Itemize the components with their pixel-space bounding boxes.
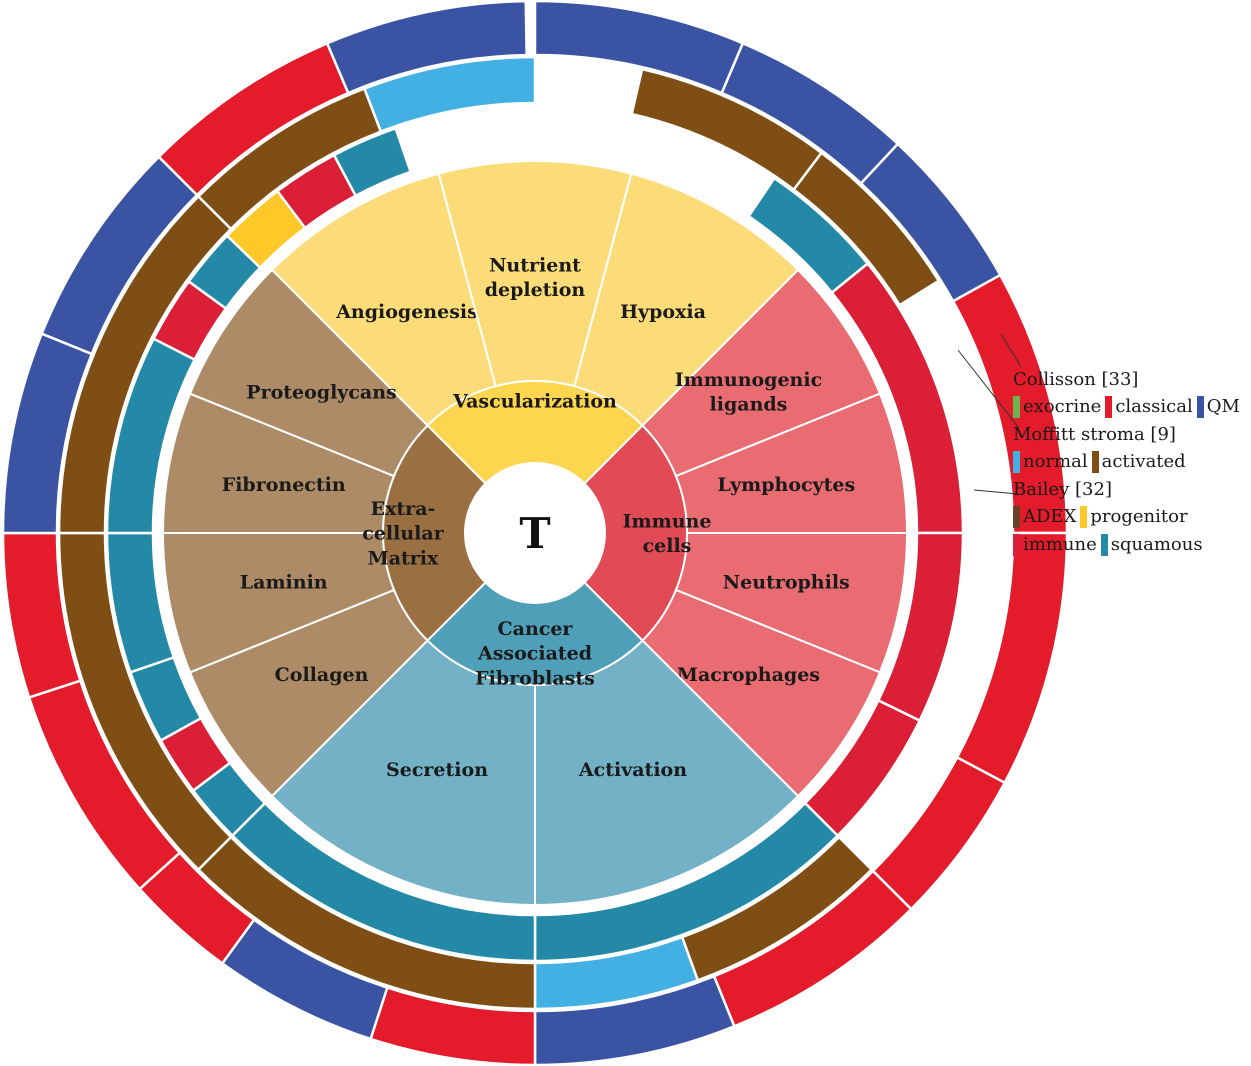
legend-label-qm: QM (1206, 396, 1240, 417)
tumor-center-circle (466, 464, 604, 602)
legend-item-normal: normal (1013, 448, 1088, 476)
legend-item-classical: classical (1105, 393, 1193, 421)
collisson-ring-segment (955, 531, 1069, 785)
collisson-legend-title: Collisson [33] (1013, 369, 1139, 390)
label-collagen: Collagen (275, 664, 369, 686)
bailey-legend-row-2: immune squamous (1013, 531, 1249, 559)
label-proteoglycans: Proteoglycans (246, 381, 396, 403)
bailey-legend-title: Bailey [32] (1013, 479, 1112, 500)
bailey-leader-line (973, 489, 1019, 495)
category-ecm (382, 424, 487, 642)
label-fibronectin: Fibronectin (222, 474, 346, 496)
tumor-center-label: T (519, 509, 550, 558)
progenitor-swatch (1080, 506, 1088, 528)
moffitt-legend-title: Moffitt stroma [9] (1013, 424, 1176, 445)
legend-leader-lines (957, 333, 1022, 495)
normal-swatch (1013, 451, 1020, 473)
moffitt-ring-segment (792, 151, 941, 307)
category-immune (583, 424, 688, 642)
category-vasc (426, 380, 644, 485)
legend-label-progenitor: progenitor (1090, 506, 1188, 527)
legend-label-exocrine: exocrine (1023, 396, 1102, 417)
legend-item-activated: activated (1091, 448, 1186, 476)
legend-label-adex: ADEX (1023, 506, 1077, 527)
bailey-ring-segment (332, 126, 413, 198)
label-secretion: Secretion (386, 759, 488, 781)
category-label-vasc: Vascularization (452, 391, 617, 413)
bailey-legend-row-1: ADEX progenitor (1013, 503, 1249, 531)
legend-label-classical: classical (1115, 396, 1193, 417)
tumor-center: T (466, 464, 604, 602)
collisson-ring-segment (325, 0, 528, 95)
squamous-swatch (1100, 534, 1108, 556)
label-macrophages: Macrophages (677, 664, 820, 686)
legend-item-immune: immune (1013, 531, 1097, 559)
legend-label-normal: normal (1023, 451, 1088, 472)
legend-item-squamous: squamous (1100, 531, 1203, 559)
legend-item-adex: ADEX (1013, 503, 1076, 531)
category-caf (426, 581, 644, 686)
label-neutrophils: Neutrophils (723, 571, 850, 593)
collisson-leader-line (1000, 333, 1022, 368)
label-activation: Activation (578, 759, 687, 781)
moffitt-leader-line (957, 349, 1020, 429)
label-laminin: Laminin (240, 571, 328, 593)
legend-item-exocrine: exocrine (1013, 393, 1101, 421)
subtype-legend: Collisson [33] exocrine classical QM Mof… (1013, 366, 1249, 559)
collisson-legend-row: exocrine classical QM (1013, 393, 1249, 421)
moffitt-ring-segment (362, 55, 537, 134)
collisson-ring-segment (871, 755, 1007, 911)
subtype-rings (1, 0, 1069, 1066)
moffitt-legend-row: normal activated (1013, 448, 1249, 476)
exocrine-swatch (1013, 396, 1020, 418)
legend-item-progenitor: progenitor (1080, 503, 1188, 531)
legend-label-squamous: squamous (1110, 534, 1203, 555)
classical-swatch (1105, 396, 1113, 418)
legend-label-immune: immune (1023, 534, 1097, 555)
legend-item-qm: QM (1196, 393, 1240, 421)
qm-swatch (1196, 396, 1204, 418)
legend-label-activated: activated (1101, 451, 1186, 472)
label-angiogenesis: Angiogenesis (335, 301, 478, 323)
label-lymphocytes: Lymphocytes (717, 474, 855, 496)
adex-swatch (1013, 506, 1020, 528)
label-hypoxia: Hypoxia (620, 301, 706, 323)
activated-swatch (1091, 451, 1099, 473)
immune-swatch (1013, 534, 1020, 556)
